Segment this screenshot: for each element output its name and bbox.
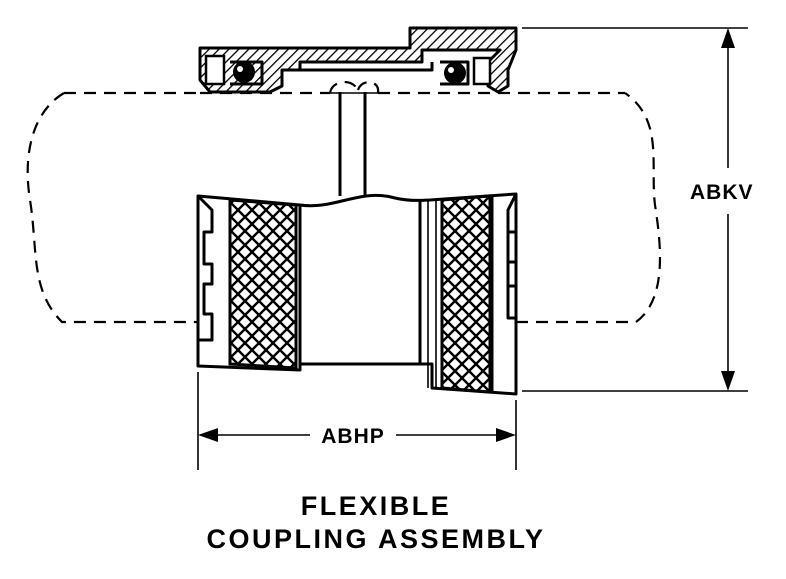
liner-left [228, 198, 298, 370]
title-line-2: COUPLING ASSEMBLY [206, 524, 545, 554]
phantom-pipe-outline [26, 81, 662, 324]
title-line-1: FLEXIBLE [301, 491, 452, 521]
height-dimension-label: ABKV [690, 181, 754, 204]
width-dimension [197, 372, 517, 470]
clamp-housing [198, 26, 518, 94]
liner-right [440, 194, 492, 394]
height-dimension [522, 27, 748, 392]
width-dimension-label: ABHP [321, 425, 385, 448]
o-ring-right [444, 62, 466, 84]
o-ring-left [233, 61, 255, 83]
stem [330, 92, 378, 196]
